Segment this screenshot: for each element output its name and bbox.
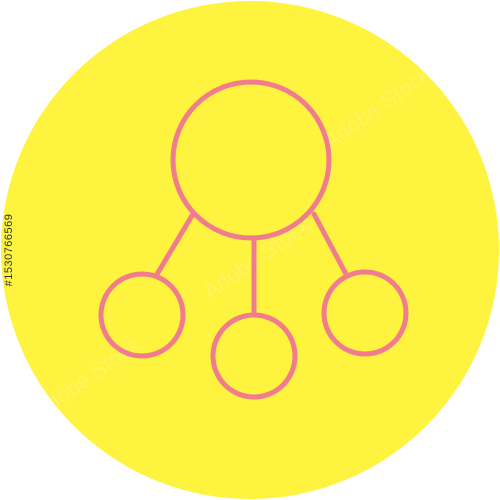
stock-id-label: #1530766569 <box>3 213 15 287</box>
connector-right <box>311 211 350 279</box>
child-node-center <box>210 312 298 400</box>
child-node-left <box>98 271 186 359</box>
connector-left <box>153 211 196 279</box>
parent-node <box>170 79 332 241</box>
hierarchy-diagram <box>98 79 409 400</box>
child-node-right <box>321 269 409 357</box>
